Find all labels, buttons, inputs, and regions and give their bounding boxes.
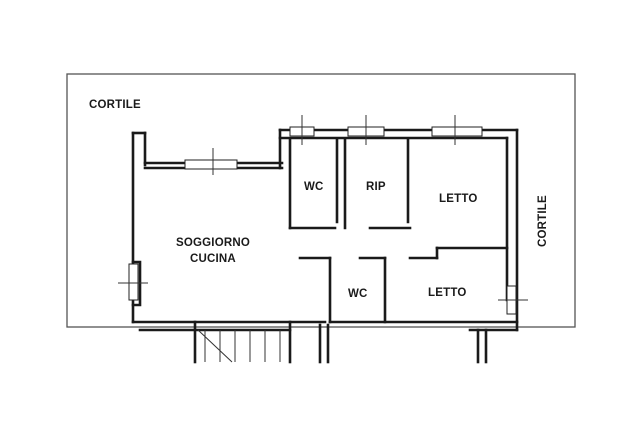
label-letto-bottom: LETTO xyxy=(428,287,466,299)
label-rip: RIP xyxy=(366,181,386,193)
windows xyxy=(118,115,528,315)
label-letto-top: LETTO xyxy=(439,193,477,205)
window-living-top xyxy=(184,159,238,170)
label-cortile-top: CORTILE xyxy=(89,99,141,111)
courtyard-boundary xyxy=(66,73,576,328)
label-cortile-right: CORTILE xyxy=(537,195,549,247)
window-living-left xyxy=(128,263,139,301)
label-cucina: CUCINA xyxy=(190,253,236,265)
label-soggiorno: SOGGIORNO xyxy=(176,237,250,249)
window-letto-top xyxy=(431,126,483,137)
label-wc-bottom: WC xyxy=(348,288,368,300)
stairs xyxy=(193,320,488,364)
interior-walls xyxy=(131,138,509,324)
label-wc-top: WC xyxy=(304,181,324,193)
